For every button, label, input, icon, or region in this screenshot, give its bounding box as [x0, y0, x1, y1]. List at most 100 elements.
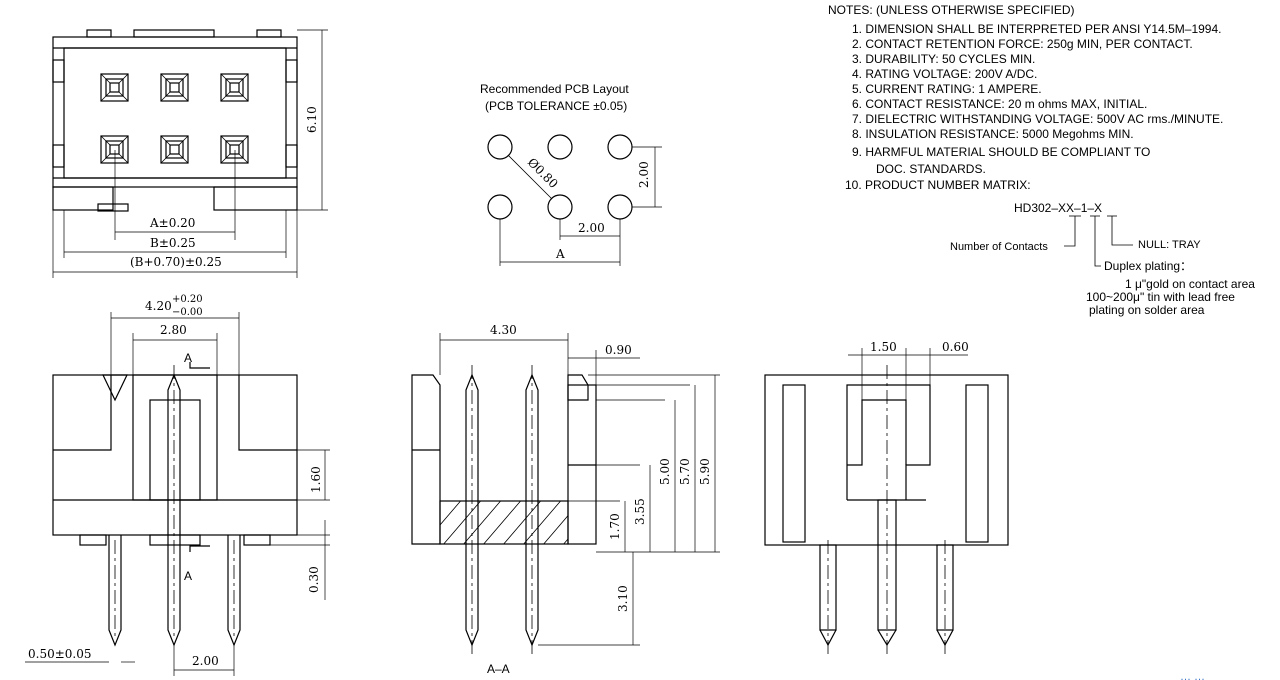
note-10: 10. PRODUCT NUMBER MATRIX:	[845, 178, 1031, 192]
diameter-leader	[507, 154, 553, 200]
latch-tab	[86, 29, 112, 38]
pcb-hole	[547, 134, 573, 160]
contact-cell	[160, 135, 189, 164]
section-mark	[189, 362, 210, 369]
front-pin-width: 0.50±0.05	[28, 647, 92, 661]
contact-cell	[220, 73, 249, 102]
polarity-mark	[97, 203, 129, 212]
notes-block: NOTES: (UNLESS OTHERWISE SPECIFIED) 1. D…	[828, 3, 1223, 192]
section-h3: 5.00	[658, 458, 672, 485]
side-notch	[285, 144, 298, 168]
plating-line-1: 1 μ"gold on contact area	[1125, 277, 1255, 291]
section-label-bottom: A	[184, 569, 192, 583]
front-width-tol-minus: −0.00	[172, 307, 203, 318]
side-slot: 1.50	[870, 340, 897, 354]
side-notch	[52, 144, 65, 168]
pcb-hole	[607, 194, 633, 220]
latch-tab	[256, 29, 282, 38]
contacts-label: Number of Contacts	[950, 241, 1048, 253]
cavity-wall	[63, 47, 287, 179]
note-6: 6. CONTACT RESISTANCE: 20 m ohms MAX, IN…	[852, 97, 1147, 111]
top-dim-total: (B+0.70)±0.25	[130, 255, 222, 269]
pcb-hole	[487, 194, 513, 220]
section-lip: 0.90	[605, 343, 632, 357]
key-tab	[133, 29, 215, 38]
note-3: 3. DURABILITY: 50 CYCLES MIN.	[852, 52, 1035, 66]
front-width-tol-plus: +0.20	[172, 294, 203, 305]
section-width: 4.30	[490, 323, 517, 337]
top-view: 6.10 A±0.20 B±0.25 (B+0.70)±0.25	[52, 29, 328, 278]
polarity-triangle	[102, 374, 128, 402]
section-mark	[189, 545, 210, 552]
plating-label: Duplex plating：	[1104, 259, 1192, 273]
inner-wall	[238, 375, 297, 451]
contact-cell	[100, 135, 129, 164]
note-1: 1. DIMENSION SHALL BE INTERPRETED PER AN…	[852, 22, 1221, 36]
center-slot	[132, 374, 218, 501]
pcb-hole	[607, 134, 633, 160]
top-height: 6.10	[305, 106, 319, 133]
housing-outline	[764, 374, 1009, 546]
standoff	[149, 534, 201, 546]
standoff-right	[213, 186, 298, 211]
section-tail: 3.10	[616, 585, 630, 612]
watermark: … …	[1180, 671, 1205, 680]
housing-outline	[52, 374, 298, 536]
part-number: HD302–XX–1–X	[1014, 201, 1102, 215]
leader-plating	[1094, 216, 1101, 267]
notes-heading: NOTES: (UNLESS OTHERWISE SPECIFIED)	[828, 3, 1074, 17]
plating-line-2: 100~200μ" tin with lead free	[1086, 290, 1235, 304]
contact-cell	[100, 73, 129, 102]
plating-line-3: plating on solder area	[1089, 303, 1205, 317]
note-4: 4. RATING VOLTAGE: 200V A/DC.	[852, 67, 1037, 81]
note-2: 2. CONTACT RETENTION FORCE: 250g MIN, PE…	[852, 37, 1193, 51]
note-9-cont: DOC. STANDARDS.	[876, 162, 986, 176]
front-width: 4.20	[145, 299, 172, 313]
front-inner: 2.80	[160, 323, 187, 337]
side-notch	[285, 59, 298, 83]
side-notch	[52, 59, 65, 83]
pcb-hole	[487, 134, 513, 160]
section-h2: 3.55	[633, 498, 647, 525]
standoff	[79, 534, 107, 546]
center-housing	[846, 384, 931, 500]
leader-tray	[1111, 216, 1133, 246]
pcb-subtitle: (PCB TOLERANCE ±0.05)	[485, 99, 627, 113]
side-wall	[782, 384, 806, 543]
section-title: A–A	[487, 662, 510, 676]
section-wall	[411, 374, 441, 545]
housing-outline	[52, 36, 298, 188]
standoff-left	[52, 186, 114, 211]
pcb-pitch-h: 2.00	[578, 221, 605, 235]
section-view: A–A 4.30 0.90 1.70 3.55 5.00 5.70 5.90 3…	[411, 323, 720, 676]
pcb-span-a: A	[555, 247, 565, 261]
front-post-height: 1.60	[309, 466, 323, 493]
contact-cell	[160, 73, 189, 102]
latch-lip	[567, 374, 589, 401]
section-hatch	[440, 501, 568, 544]
center-slot	[847, 399, 907, 466]
pcb-pitch-v: 2.00	[637, 161, 651, 188]
section-h1: 1.70	[608, 513, 622, 540]
standoff	[243, 534, 271, 546]
pin	[108, 535, 122, 647]
note-8: 8. INSULATION RESISTANCE: 5000 Megohms M…	[852, 127, 1134, 141]
section-label-top: A	[184, 351, 192, 365]
center-rib	[149, 399, 201, 501]
pcb-title: Recommended PCB Layout	[480, 82, 629, 96]
watermark-text: … …	[1180, 671, 1205, 680]
top-dim-b: B±0.25	[150, 236, 196, 250]
hole-diameter: Ø0.80	[525, 155, 561, 191]
leader-contacts	[1064, 216, 1076, 247]
product-matrix: HD302–XX–1–X Number of Contacts NULL: TR…	[950, 201, 1255, 317]
section-h5: 5.90	[698, 458, 712, 485]
side-view: 1.50 0.60	[764, 340, 1009, 655]
top-dim-a: A±0.20	[149, 216, 195, 230]
note-9: 9. HARMFUL MATERIAL SHOULD BE COMPLIANT …	[852, 145, 1150, 159]
side-wall-width: 0.60	[942, 340, 969, 354]
tray-label: NULL: TRAY	[1138, 239, 1201, 251]
front-pitch: 2.00	[192, 654, 219, 668]
note-7: 7. DIELECTRIC WITHSTANDING VOLTAGE: 500V…	[852, 112, 1223, 126]
inner-wall	[53, 375, 112, 451]
